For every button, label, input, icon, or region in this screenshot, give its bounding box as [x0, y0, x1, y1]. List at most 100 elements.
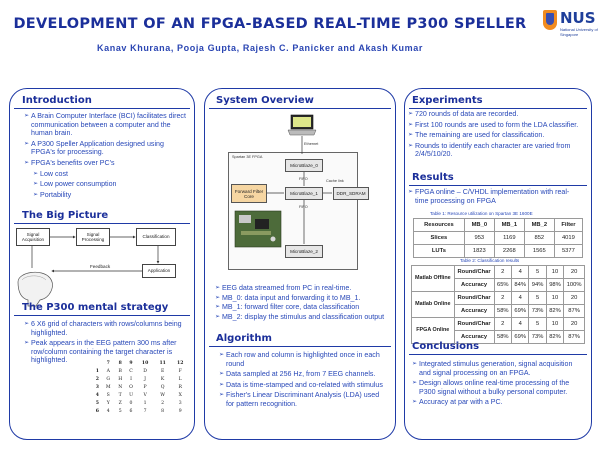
grid-cell: 2 [95, 376, 99, 382]
results-title: Results [412, 172, 454, 183]
section-divider [409, 185, 587, 186]
crest-icon [543, 10, 557, 30]
table-cell: 5 [528, 265, 547, 279]
list-item: Design allows online real-time processin… [412, 379, 584, 396]
table2-caption: Table 2: Classification results [460, 258, 520, 263]
table-cell: 87% [563, 304, 585, 318]
grid-cell: 9 [129, 360, 133, 366]
introduction-title: Introduction [22, 95, 92, 106]
grid-cell: U [129, 392, 133, 398]
laptop-icon [287, 114, 317, 136]
poster-authors: Kanav Khurana, Pooja Gupta, Rajesh C. Pa… [97, 43, 423, 53]
list-item: Integrated stimulus generation, signal a… [412, 360, 584, 377]
table-cell: 10 [545, 265, 565, 279]
grid-cell: 6 [129, 408, 133, 414]
grid-cell: S [106, 392, 110, 398]
ethernet-label: Ethernet [304, 142, 319, 146]
table-cell: 953 [463, 231, 495, 245]
system-list: EEG data streamed from PC in real-time. … [215, 284, 393, 322]
classification-box: Classification [136, 228, 176, 246]
table1-caption: Table 1: Resource utilization on Spartan… [430, 211, 533, 216]
table-cell: 65% [493, 278, 512, 292]
grid-cell: J [144, 376, 147, 382]
table-cell: Resources [413, 218, 465, 232]
grid-cell: 5 [95, 400, 99, 406]
table-cell: 1169 [493, 231, 525, 245]
grid-cell: 1 [95, 368, 99, 374]
grid-cell: D [143, 368, 147, 374]
table-cell: 82% [545, 304, 565, 318]
system-overview-title: System Overview [216, 95, 314, 106]
grid-cell: W [160, 392, 166, 398]
list-item: Fisher's Linear Discriminant Analysis (L… [219, 391, 389, 408]
experiments-title: Experiments [412, 95, 483, 106]
grid-cell: 8 [161, 408, 165, 414]
grid-cell [93, 359, 102, 367]
grid-cell: N [118, 384, 123, 390]
conclusions-title: Conclusions [412, 341, 480, 352]
list-item: Low power consumption [24, 180, 186, 189]
forward-filter-box: Forward Filter Core [231, 184, 267, 203]
list-item: Data sampled at 256 Hz, from 7 EEG chann… [219, 370, 389, 379]
table-cell: 2 [493, 265, 512, 279]
table-cell: 20 [563, 291, 585, 305]
list-item: MB_1: forward filter core, data classifi… [215, 303, 393, 312]
section-divider [409, 108, 587, 109]
table-cell: 58% [493, 304, 512, 318]
section-divider [409, 354, 587, 355]
big-picture-arrows [17, 235, 160, 307]
signal-acquisition-box: Signal Acquisition [16, 228, 50, 246]
grid-cell: 4 [95, 392, 99, 398]
big-picture-title: The Big Picture [22, 210, 109, 221]
table-group-label: FPGA Online [411, 317, 455, 344]
grid-cell: 11 [159, 360, 166, 366]
grid-cell: M [105, 384, 111, 390]
grid-cell: 7 [106, 360, 110, 366]
table-cell: MB_1 [493, 218, 525, 232]
fpga-block: Spartan 3E FPGA MicroBlaze_0 FIFO MicroB… [228, 152, 369, 270]
conclusions-list: Integrated stimulus generation, signal a… [412, 360, 584, 409]
poster-title: DEVELOPMENT OF AN FPGA-BASED REAL-TIME P… [13, 16, 527, 32]
table-cell: 69% [510, 330, 530, 344]
grid-cell: 1 [143, 400, 147, 406]
section-divider [14, 108, 190, 109]
section-divider [14, 315, 190, 316]
list-item: A Brain Computer Interface (BCI) facilit… [24, 112, 186, 138]
signal-processing-box: Signal Processing [76, 228, 110, 246]
grid-cell: 0 [129, 400, 133, 406]
grid-cell: 5 [118, 408, 122, 414]
grid-cell: 12 [177, 360, 184, 366]
table-cell: 73% [528, 330, 547, 344]
table-cell: 5377 [553, 244, 584, 258]
table-cell: 58% [493, 330, 512, 344]
microblaze-1-box: MicroBlaze_1 [285, 187, 323, 200]
table-cell: 73% [528, 304, 547, 318]
table-cell: 5 [528, 291, 547, 305]
grid-cell: 3 [95, 384, 99, 390]
grid-cell: L [178, 376, 182, 382]
grid-cell: I [130, 376, 132, 382]
table-cell: 100% [563, 278, 585, 292]
table-cell: 4 [510, 265, 530, 279]
grid-cell: G [106, 376, 111, 382]
section-divider [209, 108, 391, 109]
table-cell: 1823 [463, 244, 495, 258]
table-cell: 20 [563, 265, 585, 279]
table-cell: 4 [510, 317, 530, 331]
table-cell: 4 [510, 291, 530, 305]
p300-list: 6 X6 grid of characters with rows/column… [24, 320, 188, 367]
grid-cell: 7 [143, 408, 147, 414]
list-item: Accuracy at par with a PC. [412, 398, 584, 407]
